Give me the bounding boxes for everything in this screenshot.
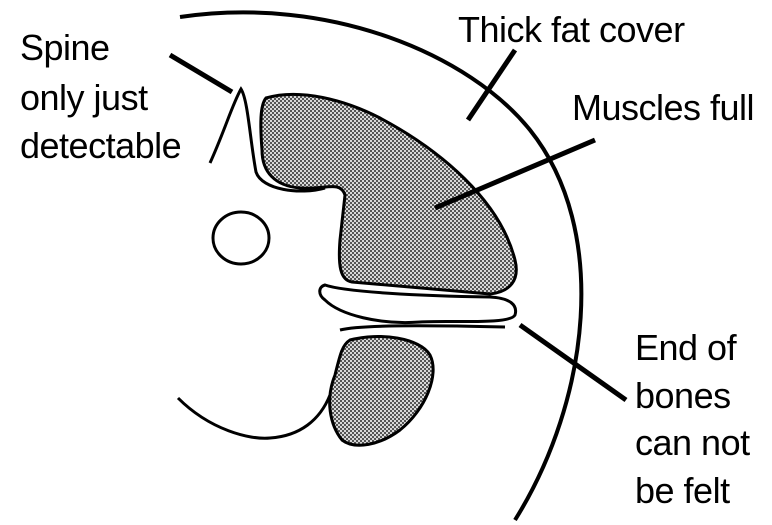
lower-contour-top (340, 326, 505, 330)
lower-contour (178, 395, 330, 438)
label-bones: End of bones can not be felt (635, 327, 759, 511)
pointer-bones (520, 325, 626, 400)
spinal-cord (213, 212, 269, 264)
pointer-spine (170, 55, 232, 92)
pointer-fat (468, 50, 515, 120)
lower-muscle (330, 336, 433, 445)
label-spine: Spine only just detectable (20, 27, 181, 166)
label-muscles: Muscles full (572, 87, 754, 128)
muscle-region (261, 94, 516, 294)
label-fat-cover: Thick fat cover (458, 9, 685, 50)
